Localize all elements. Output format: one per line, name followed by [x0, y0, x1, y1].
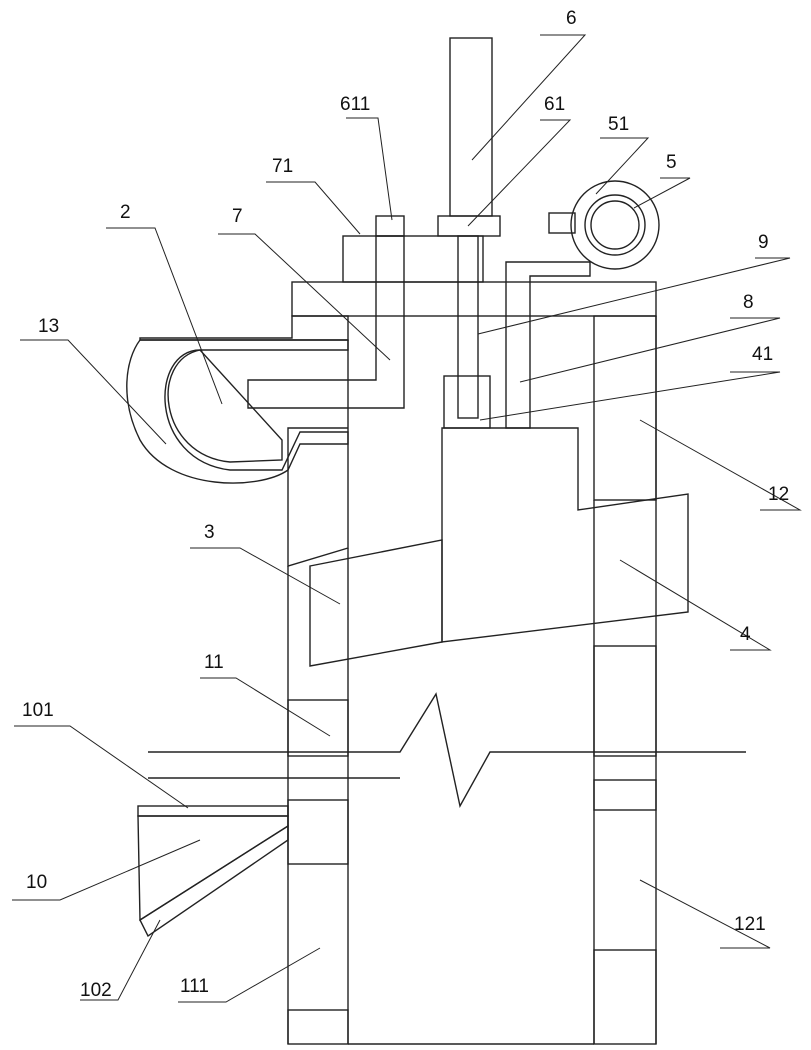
strip-102 [140, 826, 288, 936]
label-61: 61 [544, 94, 565, 115]
pipe-12-upper [594, 646, 656, 756]
cap-611 [376, 216, 404, 236]
label-7: 7 [232, 206, 243, 227]
right-wall-12 [594, 316, 656, 500]
label-9: 9 [758, 232, 769, 253]
label-102: 102 [80, 980, 112, 1001]
pipe-12-bottom [594, 950, 656, 1044]
clamp-ring-51 [571, 181, 659, 269]
tube-7 [248, 236, 404, 408]
stub-41 [444, 376, 490, 428]
label-8: 8 [743, 292, 754, 313]
label-51: 51 [608, 114, 629, 135]
tube-8 [506, 262, 590, 428]
label-11: 11 [204, 652, 224, 673]
top-plate [292, 282, 656, 316]
central-block [442, 428, 688, 642]
label-5: 5 [666, 152, 677, 173]
label-101: 101 [22, 700, 54, 721]
top-plate-step [140, 316, 348, 340]
label-3: 3 [204, 522, 215, 543]
label-13: 13 [38, 316, 59, 337]
label-6: 6 [566, 8, 577, 29]
tube-9 [458, 236, 478, 418]
strip-101 [138, 806, 288, 816]
pipe-11-bottom [288, 1010, 348, 1044]
pipe-outlines [288, 316, 656, 1044]
label-611: 611 [340, 94, 370, 115]
label-111: 111 [180, 976, 209, 997]
label-4: 4 [740, 624, 751, 645]
clamp-core-inner [591, 201, 639, 249]
pipe-11-lower [288, 800, 348, 864]
label-71: 71 [272, 156, 293, 177]
part-10 [138, 816, 288, 920]
clamp-core-5 [585, 195, 645, 255]
pipe-11-upper [288, 700, 348, 756]
part-2 [168, 350, 282, 462]
label-41: 41 [752, 344, 773, 365]
label-10: 10 [26, 872, 47, 893]
label-121: 121 [734, 914, 766, 935]
rod-6 [450, 38, 492, 216]
plate-61 [438, 216, 500, 236]
pipe-12-lower [594, 780, 656, 810]
leader-lines [12, 35, 800, 1002]
left-wall-upper [288, 340, 348, 566]
label-2: 2 [120, 202, 131, 223]
label-12: 12 [768, 484, 789, 505]
wedge-3 [310, 540, 442, 666]
block-71 [343, 236, 483, 282]
